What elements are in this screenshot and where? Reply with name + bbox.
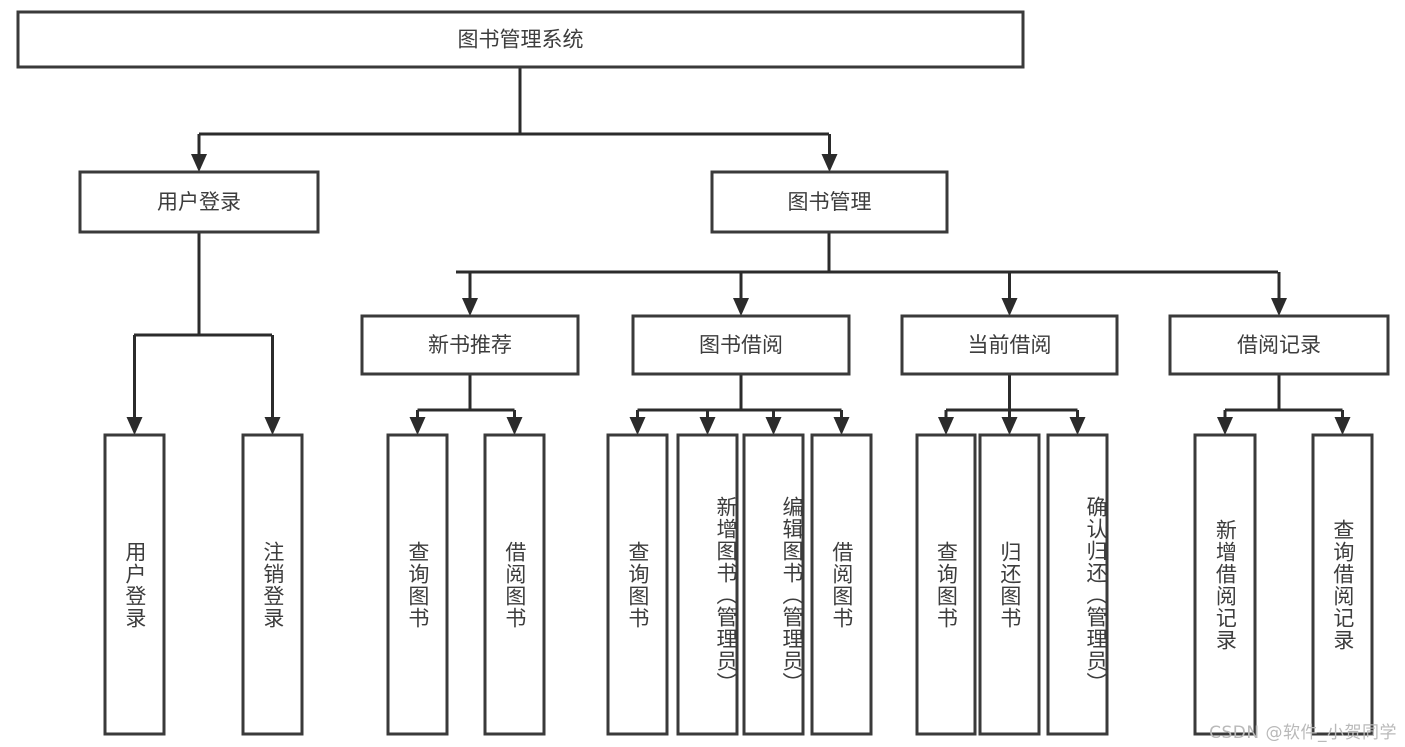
node-leaf-node-e5809fe99885e59bbee4b9a6[interactable] bbox=[810, 433, 873, 736]
node-leaf-node-e794a8e688b7e799bbe5bd95[interactable] bbox=[103, 433, 166, 736]
node-label: 当前借阅 bbox=[968, 333, 1052, 357]
arrow-head-icon bbox=[629, 417, 646, 435]
arrow-head-icon bbox=[462, 298, 478, 316]
node-leaf-node-e69fa5e8afa2e59bbee4b9a6[interactable] bbox=[915, 433, 977, 736]
node-label: 用户登录 bbox=[157, 190, 241, 214]
arrow-head-icon bbox=[1001, 417, 1018, 435]
node-leaf-node-e6b3a8e99480e799bbe5bd95[interactable] bbox=[241, 433, 304, 736]
node-leaf-node-e7a1aee8aea4e5bd92e8bf98efbc88e7aea1e79086e59198efbc89[interactable] bbox=[1046, 433, 1109, 736]
node-label: 图书管理 bbox=[788, 190, 872, 214]
node-l3-node-e5bd93e5898de5809fe99885[interactable] bbox=[900, 314, 1119, 376]
node-leaf-node-e7bc96e8be91e59bbee4b9a6efbc88e7aea1e79086e59198efbc89[interactable] bbox=[742, 433, 805, 736]
arrow-head-icon bbox=[833, 417, 850, 435]
node-leaf-node-e5809fe99885e59bbee4b9a6[interactable] bbox=[483, 433, 546, 736]
node-l2-node-e59bbee4b9a6e7aea1e79086[interactable] bbox=[710, 170, 949, 234]
arrow-head-icon bbox=[699, 417, 716, 435]
node-label: 图书借阅 bbox=[699, 333, 783, 357]
node-label: 新书推荐 bbox=[428, 333, 512, 357]
node-leaf-node-e69fa5e8afa2e59bbee4b9a6[interactable] bbox=[386, 433, 449, 736]
arrow-head-icon bbox=[506, 417, 523, 435]
arrow-head-icon bbox=[1069, 417, 1086, 435]
arrow-head-icon bbox=[1334, 417, 1351, 435]
node-leaf-node-e696b0e5a29ee59bbee4b9a6efbc88e7aea1e79086e59198efbc89[interactable] bbox=[676, 433, 739, 736]
arrow-head-icon bbox=[938, 417, 954, 435]
node-leaf-node-e696b0e5a29ee5809fe99885e8aeb0e5bd95[interactable] bbox=[1193, 433, 1257, 736]
node-label: 图书管理系统 bbox=[458, 28, 584, 52]
arrow-head-icon bbox=[264, 417, 281, 435]
node-leaf-node-e5bd92e8bf98e59bbee4b9a6[interactable] bbox=[978, 433, 1041, 736]
arrow-head-icon bbox=[765, 417, 782, 435]
boxes-layer bbox=[16, 10, 1390, 736]
node-root-node-e59bbee4b9a6e7aea1e79086e7b3bbe7bb9f[interactable] bbox=[16, 10, 1025, 69]
arrow-head-icon bbox=[1217, 417, 1233, 435]
arrow-head-icon bbox=[733, 298, 749, 316]
node-l2-node-e794a8e688b7e799bbe5bd95[interactable] bbox=[78, 170, 320, 234]
watermark-text: CSDN @软件_小贺同学 bbox=[1209, 723, 1397, 743]
arrow-head-icon bbox=[821, 154, 838, 172]
arrow-head-icon bbox=[409, 417, 426, 435]
node-l3-node-e59bbee4b9a6e5809fe99885[interactable] bbox=[631, 314, 851, 376]
node-label: 借阅记录 bbox=[1237, 333, 1321, 357]
arrow-head-icon bbox=[1001, 298, 1018, 316]
arrow-head-icon bbox=[1271, 298, 1287, 316]
connectors-layer bbox=[126, 67, 1351, 435]
node-l3-node-e696b0e4b9a6e68ea8e88d90[interactable] bbox=[360, 314, 580, 376]
node-leaf-node-e69fa5e8afa2e59bbee4b9a6[interactable] bbox=[606, 433, 669, 736]
node-l3-node-e5809fe99885e8aeb0e5bd95[interactable] bbox=[1168, 314, 1390, 376]
arrow-head-icon bbox=[191, 154, 207, 172]
node-leaf-node-e69fa5e8afa2e5809fe99885e8aeb0e5bd95[interactable] bbox=[1311, 433, 1374, 736]
arrow-head-icon bbox=[126, 417, 143, 435]
